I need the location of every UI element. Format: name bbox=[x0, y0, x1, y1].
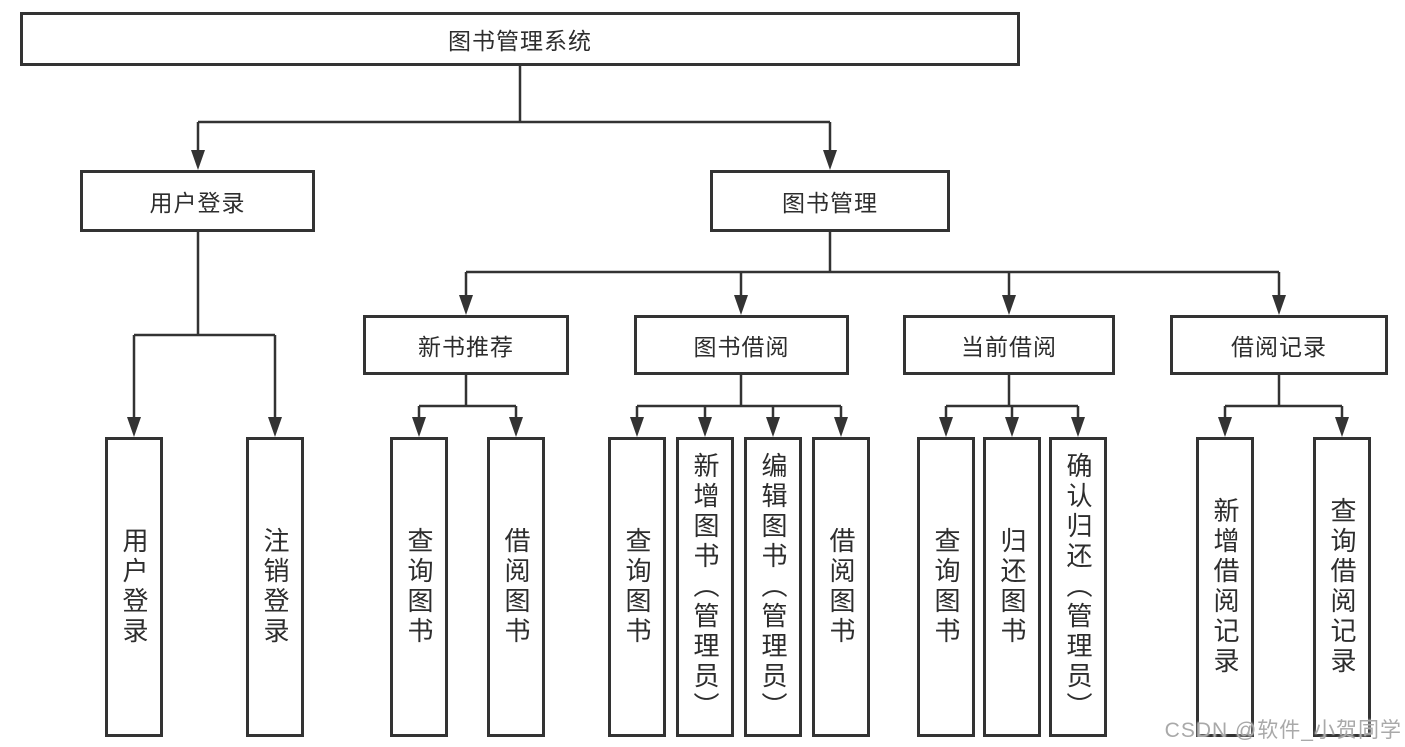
node-current-borrowing: 当前借阅 bbox=[903, 315, 1115, 375]
leaf-add-borrow-record: 新增借阅记录 bbox=[1196, 437, 1254, 737]
node-borrowing-records: 借阅记录 bbox=[1170, 315, 1388, 375]
leaf-add-books-admin: 新增图书（管理员） bbox=[676, 437, 734, 737]
csdn-watermark: CSDN @软件_小贺同学 bbox=[1164, 719, 1402, 742]
leaf-label: 借阅图书 bbox=[501, 527, 531, 647]
leaf-edit-books-admin: 编辑图书（管理员） bbox=[744, 437, 802, 737]
node-root-label: 图书管理系统 bbox=[448, 28, 592, 54]
node-label: 用户登录 bbox=[149, 190, 246, 216]
leaf-borrow-books-recommend: 借阅图书 bbox=[487, 437, 545, 737]
leaf-query-books-recommend: 查询图书 bbox=[390, 437, 448, 737]
node-label: 新书推荐 bbox=[418, 334, 514, 360]
node-new-book-recommendation: 新书推荐 bbox=[363, 315, 569, 375]
leaf-confirm-return-admin: 确认归还（管理员） bbox=[1049, 437, 1107, 737]
leaf-label: 查询图书 bbox=[931, 527, 961, 647]
leaf-label: 借阅图书 bbox=[826, 527, 856, 647]
node-label: 借阅记录 bbox=[1231, 334, 1327, 360]
node-book-borrowing: 图书借阅 bbox=[634, 315, 849, 375]
leaf-label: 查询图书 bbox=[404, 527, 434, 647]
leaf-label: 注销登录 bbox=[260, 527, 290, 647]
leaf-logout: 注销登录 bbox=[246, 437, 304, 737]
leaf-query-books-borrow: 查询图书 bbox=[608, 437, 666, 737]
node-user-login-module: 用户登录 bbox=[80, 170, 315, 232]
node-book-management-module: 图书管理 bbox=[710, 170, 950, 232]
leaf-label: 查询借阅记录 bbox=[1327, 497, 1357, 677]
node-label: 图书管理 bbox=[782, 190, 878, 216]
leaf-label: 确认归还（管理员） bbox=[1063, 452, 1093, 722]
leaf-label: 用户登录 bbox=[119, 527, 149, 647]
leaf-user-login: 用户登录 bbox=[105, 437, 163, 737]
leaf-return-books: 归还图书 bbox=[983, 437, 1041, 737]
node-root-system: 图书管理系统 bbox=[20, 12, 1020, 66]
node-label: 当前借阅 bbox=[961, 334, 1057, 360]
leaf-query-books-current: 查询图书 bbox=[917, 437, 975, 737]
leaf-label: 归还图书 bbox=[997, 527, 1027, 647]
leaf-label: 查询图书 bbox=[622, 527, 652, 647]
leaf-label: 编辑图书（管理员） bbox=[758, 452, 788, 722]
leaf-label: 新增借阅记录 bbox=[1210, 497, 1240, 677]
node-label: 图书借阅 bbox=[693, 334, 790, 360]
leaf-label: 新增图书（管理员） bbox=[690, 452, 720, 722]
leaf-borrow-books: 借阅图书 bbox=[812, 437, 870, 737]
leaf-query-borrow-record: 查询借阅记录 bbox=[1313, 437, 1371, 737]
